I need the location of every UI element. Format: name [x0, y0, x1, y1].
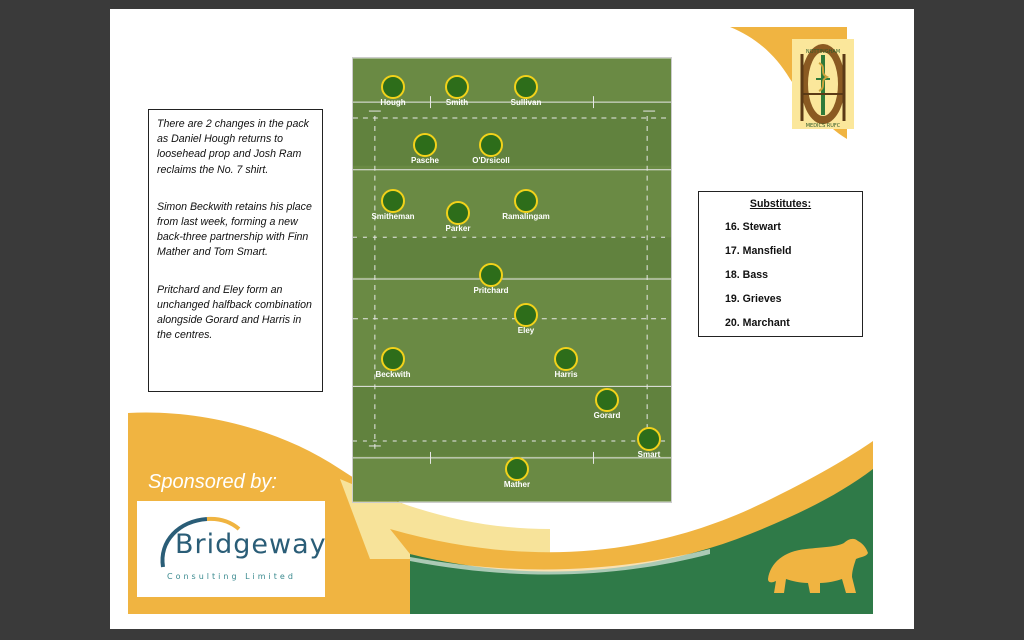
logo-bottom-text: MEDICS RUFC [806, 123, 841, 129]
player-marker [554, 347, 578, 371]
team-news-notes: There are 2 changes in the pack as Danie… [148, 109, 323, 392]
substitute-item: 17. Mansfield [725, 245, 792, 257]
substitutes-list: 16. Stewart 17. Mansfield 18. Bass 19. G… [699, 219, 862, 339]
slide: There are 2 changes in the pack as Danie… [110, 9, 914, 629]
rugby-pitch [352, 57, 672, 503]
player-name: Smith [445, 98, 469, 107]
substitute-item: 16. Stewart [725, 221, 781, 233]
player-marker [381, 189, 405, 213]
player-marker [514, 75, 538, 99]
substitutes-panel: Substitutes: 16. Stewart 17. Mansfield 1… [698, 191, 863, 337]
player-marker [514, 303, 538, 327]
player-marker [446, 201, 470, 225]
player-marker [413, 133, 437, 157]
note-paragraph: Simon Beckwith retains his place from la… [157, 200, 312, 259]
player-marker [445, 75, 469, 99]
player-marker [595, 388, 619, 412]
player-name: Hough [380, 98, 406, 107]
substitutes-title: Substitutes: [749, 198, 812, 210]
sponsor-name: Bridgeway [175, 529, 327, 560]
player-name: Sullivan [510, 98, 542, 107]
player-name: Mather [503, 480, 531, 489]
player-name: Beckwith [375, 370, 411, 379]
player-marker [505, 457, 529, 481]
note-paragraph: Pritchard and Eley form an unchanged hal… [157, 283, 312, 342]
club-logo: NOTTINGHAM MEDICS RUFC [792, 39, 854, 129]
substitute-item: 18. Bass [725, 269, 768, 281]
player-name: Pritchard [473, 286, 509, 295]
note-paragraph: There are 2 changes in the pack as Danie… [157, 118, 309, 176]
player-marker [381, 75, 405, 99]
sponsor-logo-box: Bridgeway Consulting Limited [137, 501, 327, 597]
player-marker [637, 427, 661, 451]
player-name: Harris [554, 370, 578, 379]
player-name: Pasche [410, 156, 440, 165]
bear-icon [768, 538, 868, 593]
player-name: Gorard [593, 411, 621, 420]
player-name: Parker [445, 224, 471, 233]
sponsor-label: Sponsored by: [148, 471, 277, 493]
player-name: Smart [637, 450, 661, 459]
player-marker [479, 263, 503, 287]
background-decoration [128, 27, 873, 614]
logo-top-text: NOTTINGHAM [806, 49, 840, 55]
substitute-item: 19. Grieves [725, 293, 782, 305]
player-name: O'Drsicoll [472, 156, 510, 165]
player-marker [479, 133, 503, 157]
player-name: Smitheman [371, 212, 415, 221]
sponsor-arc-icon [160, 516, 241, 568]
substitute-item: 20. Marchant [725, 317, 790, 329]
player-name: Ramalingam [502, 212, 550, 221]
player-marker [381, 347, 405, 371]
sponsor-subtitle: Consulting Limited [167, 572, 296, 581]
player-marker [514, 189, 538, 213]
player-name: Eley [517, 326, 535, 335]
